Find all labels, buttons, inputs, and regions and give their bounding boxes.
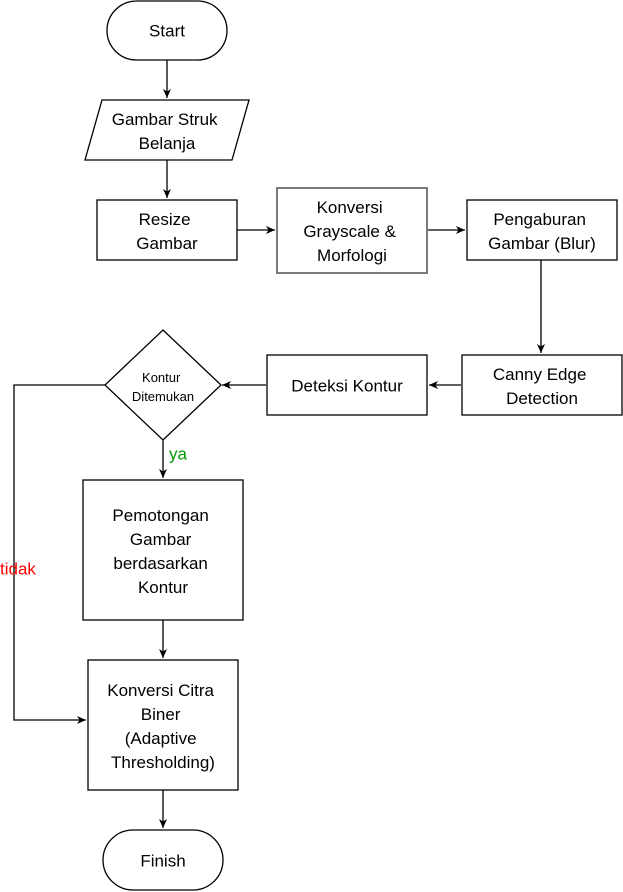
grayscale-label-line-2: Grayscale & [303,222,396,241]
decision-label-line-1: Kontur [142,370,181,385]
finish-label: Finish [140,852,185,871]
edges [13,60,545,828]
deteksi-label: Deteksi Kontur [291,377,403,396]
canny-label: Canny Edge Detection [493,365,591,408]
edge-decision-no-to-biner [13,384,106,724]
resize-node: Resize Gambar [96,199,238,261]
decision-label-line-2: Ditemukan [132,389,194,404]
finish-node: Finish [102,829,224,891]
decision-node: Kontur Ditemukan [104,329,222,441]
grayscale-label: Konversi Grayscale & Morfologi [303,198,400,265]
input-node: Gambar Struk Belanja [84,99,250,161]
grayscale-node: Konversi Grayscale & Morfologi [276,187,428,274]
input-label-line-1: Gambar Struk [112,110,218,129]
blur-label-line-2: Gambar (Blur) [488,234,596,253]
grayscale-label-line-3: Morfologi [317,246,387,265]
crop-label-line-2: Gambar [130,530,192,549]
edge-label-yes: ya [169,445,188,464]
deteksi-node: Deteksi Kontur [266,354,428,416]
blur-label-line-1: Pengaburan [493,210,586,229]
crop-label-line-1: Pemotongan [112,506,208,525]
resize-label-line-1: Resize [139,210,191,229]
start-label: Start [149,22,185,41]
start-terminator [106,0,228,61]
crop-box [82,479,244,621]
biner-label-line-2: Biner [141,705,181,724]
resize-box [96,199,238,261]
biner-label-line-1: Konversi Citra [107,681,214,700]
canny-box [461,354,623,416]
deteksi-box [266,354,428,416]
resize-label: Resize Gambar [136,210,198,253]
biner-label-line-3: (Adaptive [125,729,197,748]
canny-node: Canny Edge Detection [461,354,623,416]
grayscale-box [276,187,428,274]
crop-label: Pemotongan Gambar berdasarkan Kontur [112,506,213,597]
decision-diamond [104,329,222,441]
finish-terminator [102,829,224,891]
input-label-line-2: Belanja [139,134,196,153]
input-label: Gambar Struk Belanja [112,110,223,153]
biner-box [87,659,239,791]
crop-label-line-3: berdasarkan [113,554,208,573]
blur-label: Pengaburan Gambar (Blur) [488,210,596,253]
input-parallelogram [84,99,250,161]
crop-node: Pemotongan Gambar berdasarkan Kontur [82,479,244,621]
crop-label-line-4: Kontur [138,578,188,597]
biner-label: Konversi Citra Biner (Adaptive Threshold… [107,681,219,772]
canny-label-line-2: Detection [506,389,578,408]
edge-label-no: tidak [0,560,36,579]
biner-label-line-4: Thresholding) [111,753,215,772]
blur-node: Pengaburan Gambar (Blur) [466,199,618,261]
grayscale-label-line-1: Konversi [317,198,383,217]
canny-label-line-1: Canny Edge [493,365,587,384]
start-node: Start [106,0,228,61]
biner-node: Konversi Citra Biner (Adaptive Threshold… [87,659,239,791]
decision-label: Kontur Ditemukan [132,370,194,404]
blur-box [466,199,618,261]
resize-label-line-2: Gambar [136,234,198,253]
